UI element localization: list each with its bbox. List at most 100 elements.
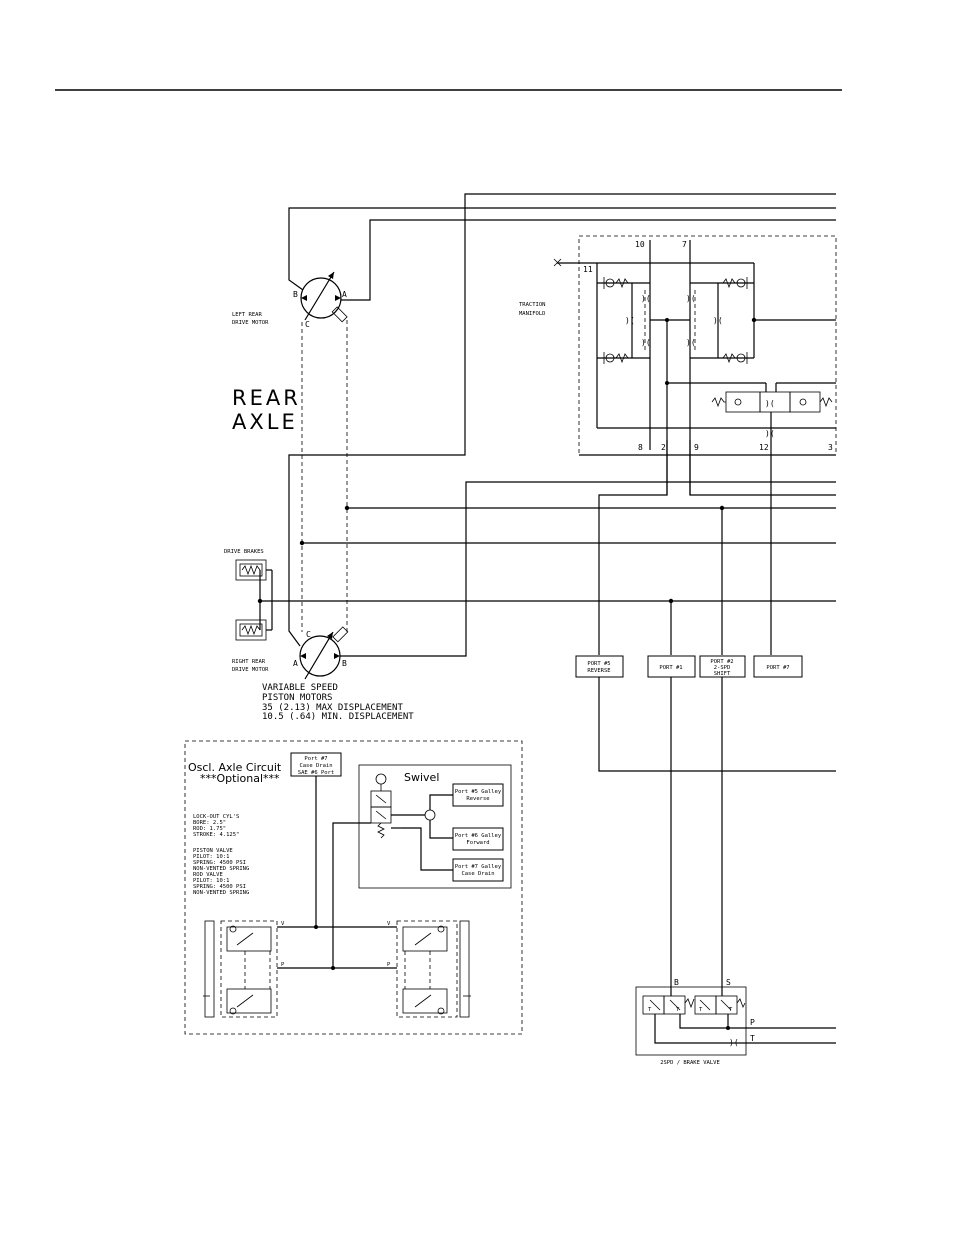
right-lockout-cylinder <box>396 920 471 1018</box>
svg-text:Reverse: Reverse <box>466 796 489 802</box>
svg-text:Port #7 Galley: Port #7 Galley <box>455 864 502 870</box>
svg-text:T: T <box>676 1007 680 1013</box>
manifold-port-2: 2 <box>661 443 666 452</box>
left-port-p: P <box>281 962 285 968</box>
motor-spec-3: 35 (2.13) MAX DISPLACEMENT <box>262 703 403 713</box>
svg-text:REVERSE: REVERSE <box>587 668 610 674</box>
svg-text:T: T <box>699 1007 703 1013</box>
brake-valve-box <box>635 986 747 1056</box>
rear-axle-lines <box>259 193 836 657</box>
svg-text:PORT #1: PORT #1 <box>659 665 682 671</box>
swivel-label: Swivel <box>404 771 439 784</box>
swivel-port-5: PORT #5 REVERSE <box>575 655 624 678</box>
manifold-output-lines <box>598 440 836 655</box>
upper-drive-brake <box>235 559 267 581</box>
brake-valve-port-p: P <box>750 1018 755 1027</box>
swivel-port-2: PORT #2 2-SPD SHIFT <box>699 655 746 678</box>
rear-axle-title-1: REAR <box>232 386 301 410</box>
traction-manifold-label-1: TRACTION <box>519 302 546 308</box>
svg-text:)(: )( <box>641 294 651 303</box>
svg-text:Port #7: Port #7 <box>304 756 327 762</box>
svg-text:T: T <box>648 1007 652 1013</box>
svg-text:2-SPD: 2-SPD <box>714 665 731 671</box>
manifold-port-9: 9 <box>694 443 699 452</box>
osc-axle-title: Oscl. Axle Circuit <box>188 761 282 774</box>
svg-text:STROKE: 4.125": STROKE: 4.125" <box>193 832 239 838</box>
right-port-v: V <box>387 921 391 927</box>
svg-text:PILOT: 10:1: PILOT: 10:1 <box>193 878 229 884</box>
svg-text:Forward: Forward <box>466 840 489 846</box>
brake-valve-port-t: T <box>750 1034 755 1043</box>
galley-forward: Port #6 Galley Forward <box>452 827 504 851</box>
brake-valve-port-b: B <box>674 978 679 987</box>
osc-axle-optional: ***Optional*** <box>200 772 280 785</box>
brake-valve-lines-out: )( <box>654 1014 836 1047</box>
svg-text:)(: )( <box>713 316 723 325</box>
junction-dot <box>344 505 350 511</box>
manifold-port-3: 3 <box>828 443 833 452</box>
svg-text:PILOT: 10:1: PILOT: 10:1 <box>193 854 229 860</box>
manifold-port-7: 7 <box>682 240 687 249</box>
svg-text:PORT #7: PORT #7 <box>766 665 789 671</box>
galley-case-drain: Port #7 Galley Case Drain <box>452 858 504 882</box>
osc-axle-v-p-lines <box>277 925 397 970</box>
brake-valve-lines <box>598 677 836 996</box>
svg-text:LOCK-OUT CYL'S: LOCK-OUT CYL'S <box>193 814 239 820</box>
osc-axle-box <box>184 740 523 1035</box>
motor-spec-1: VARIABLE SPEED <box>262 683 338 693</box>
svg-text:SAE #6 Port: SAE #6 Port <box>298 770 334 776</box>
left-motor-port-b: B <box>293 290 298 299</box>
svg-text:)(: )( <box>765 399 775 408</box>
case-drain-port: Port #7 Case Drain SAE #6 Port <box>290 752 342 777</box>
drive-brakes-label: DRIVE BRAKES <box>224 549 264 555</box>
svg-text:)(: )( <box>765 429 775 438</box>
svg-text:)(: )( <box>686 338 696 347</box>
junction-dot <box>299 540 305 546</box>
left-motor-port-c: C <box>305 320 310 329</box>
left-lockout-cylinder <box>203 920 278 1018</box>
svg-text:NON-VENTED SPRING: NON-VENTED SPRING <box>193 866 249 872</box>
svg-text:ROD VALVE: ROD VALVE <box>193 872 223 878</box>
svg-text:SPRING: 4500 PSI: SPRING: 4500 PSI <box>193 860 246 866</box>
left-motor-label-2: DRIVE MOTOR <box>232 320 269 326</box>
left-motor-port-a: A <box>342 290 347 299</box>
manifold-port-8: 8 <box>638 443 643 452</box>
lower-drive-brake <box>235 619 267 641</box>
svg-text:)(: )( <box>641 338 651 347</box>
motor-spec-4: 10.5 (.64) MIN. DISPLACEMENT <box>262 712 414 722</box>
manifold-port-11: 11 <box>583 265 593 274</box>
svg-text:NON-VENTED SPRING: NON-VENTED SPRING <box>193 890 249 896</box>
svg-text:ROD: 1.75": ROD: 1.75" <box>193 826 226 832</box>
right-motor-label-1: RIGHT REAR <box>232 659 266 665</box>
swivel-port-1: PORT #1 <box>647 655 696 678</box>
traction-manifold-internals: )( )( )( )( )( )( )( )( <box>553 240 836 655</box>
manifold-port-10: 10 <box>635 240 645 249</box>
brake-valve-spools: T T T T <box>642 995 746 1015</box>
right-motor-port-b: B <box>342 659 347 668</box>
brake-valve-label: 2SPD / BRAKE VALVE <box>660 1060 720 1066</box>
right-motor-port-c: C <box>306 630 311 639</box>
svg-text:)(: )( <box>625 316 635 325</box>
svg-text:)(: )( <box>686 294 696 303</box>
left-rear-drive-motor <box>300 271 348 323</box>
left-port-v: V <box>281 921 285 927</box>
traction-manifold-box <box>578 235 837 456</box>
rear-axle-title-2: AXLE <box>232 410 298 434</box>
swivel-port-7: PORT #7 <box>753 655 803 678</box>
svg-text:)(: )( <box>729 1038 739 1047</box>
junction-dot <box>257 598 263 604</box>
svg-text:BORE: 2.5": BORE: 2.5" <box>193 820 226 826</box>
osc-axle-spec: LOCK-OUT CYL'S BORE: 2.5" ROD: 1.75" STR… <box>193 814 249 896</box>
svg-text:PORT #5: PORT #5 <box>587 661 610 667</box>
svg-text:Case Drain: Case Drain <box>299 763 332 769</box>
svg-text:Port #6 Galley: Port #6 Galley <box>455 833 502 839</box>
galley-reverse: Port #5 Galley Reverse <box>452 783 504 807</box>
swivel-box <box>358 764 512 889</box>
right-port-p: P <box>387 962 391 968</box>
left-motor-label-1: LEFT REAR <box>232 312 262 318</box>
svg-text:SPRING: 4500 PSI: SPRING: 4500 PSI <box>193 884 246 890</box>
right-motor-port-a: A <box>293 659 298 668</box>
swivel-valve <box>332 773 453 968</box>
svg-text:Case Drain: Case Drain <box>461 871 494 877</box>
